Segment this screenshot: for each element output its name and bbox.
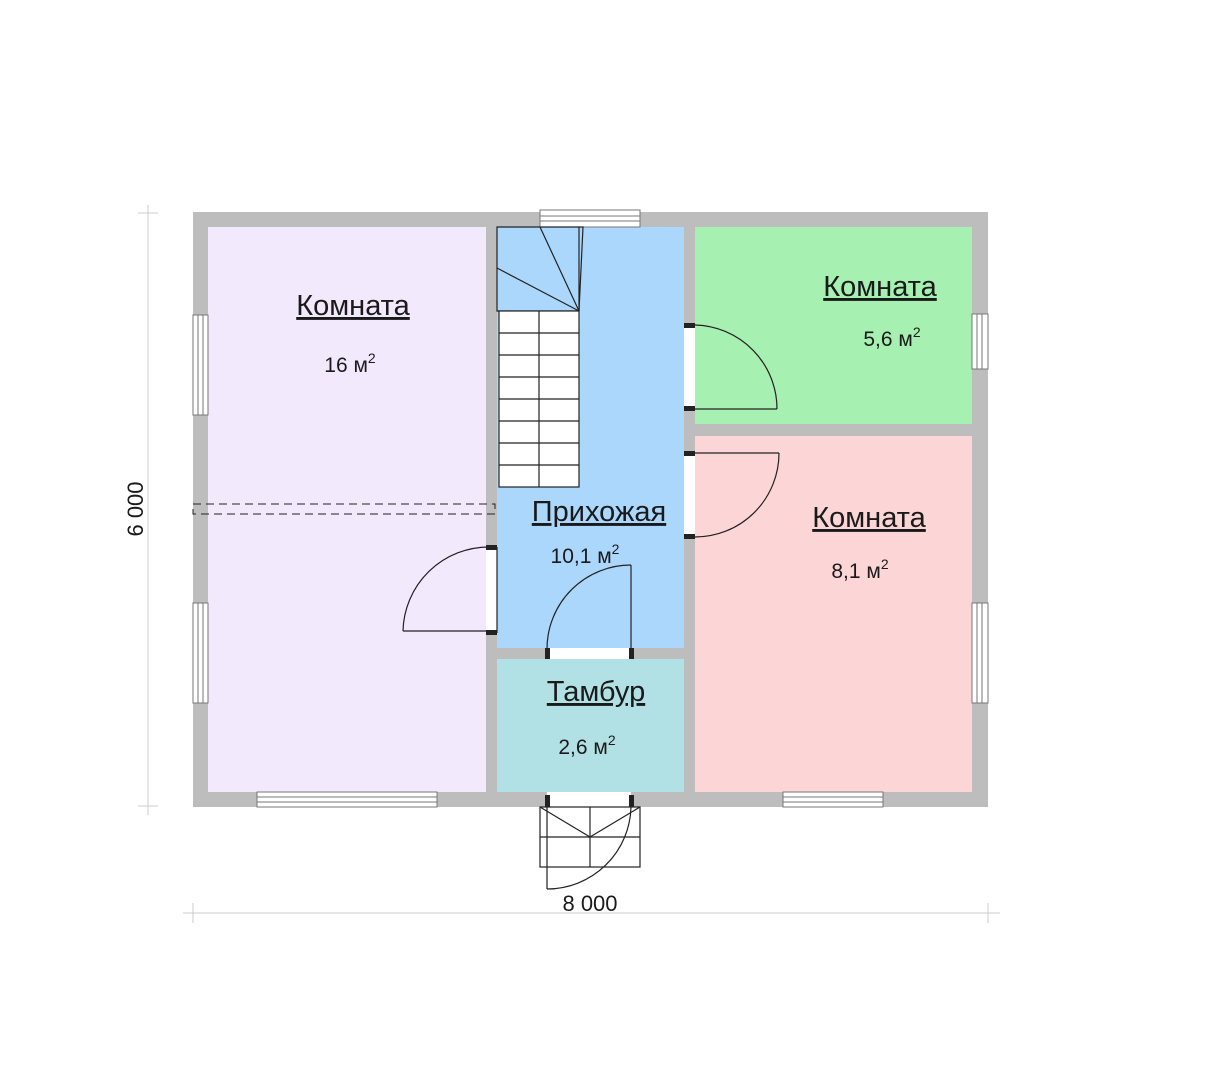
room-labels: Комната 16 м2 Прихожая 10,1 м2 Комната 5… bbox=[296, 271, 937, 759]
room-bottom-right-area: 8,1 м2 bbox=[831, 556, 888, 583]
room-left-floor bbox=[208, 227, 486, 792]
room-top-right-floor bbox=[695, 227, 972, 424]
vestibule-floor bbox=[497, 659, 684, 792]
door-openings bbox=[486, 325, 695, 807]
doors bbox=[402, 323, 780, 890]
vestibule-name: Тамбур bbox=[547, 676, 645, 708]
door-bottom-right-room bbox=[684, 451, 780, 539]
dimension-lines bbox=[138, 205, 1000, 923]
hallway-name: Прихожая bbox=[532, 496, 666, 528]
room-left-name: Комната bbox=[296, 290, 410, 322]
porch-steps bbox=[539, 806, 641, 868]
vestibule-area: 2,6 м2 bbox=[558, 732, 615, 759]
door-left-room bbox=[402, 545, 498, 635]
room-top-right-name: Комната bbox=[823, 271, 937, 303]
window-right-lower bbox=[971, 602, 989, 704]
window-right-upper bbox=[971, 313, 989, 370]
windows bbox=[192, 209, 989, 808]
staircase bbox=[496, 226, 584, 488]
window-left-upper bbox=[192, 314, 209, 416]
height-dimension-label: 6 000 bbox=[123, 481, 148, 536]
room-top-right-area: 5,6 м2 bbox=[863, 324, 920, 351]
door-top-right-room bbox=[684, 323, 778, 411]
door-vestibule-hallway bbox=[545, 564, 634, 659]
door-entrance bbox=[545, 795, 634, 890]
hallway-area: 10,1 м2 bbox=[551, 541, 620, 568]
window-left-lower bbox=[192, 602, 209, 704]
window-top bbox=[539, 209, 641, 228]
width-dimension-label: 8 000 bbox=[562, 891, 617, 916]
room-bottom-right-name: Комната bbox=[812, 502, 926, 534]
window-bottom-right bbox=[782, 791, 884, 808]
room-left-area: 16 м2 bbox=[324, 350, 376, 377]
window-bottom-left bbox=[256, 791, 438, 808]
room-bottom-right-floor bbox=[695, 436, 972, 792]
dashed-partition bbox=[192, 503, 496, 515]
